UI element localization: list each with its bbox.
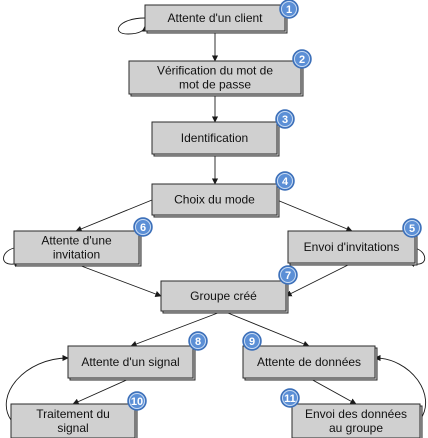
badge-circle (242, 331, 262, 351)
node-box (151, 183, 278, 216)
badge-number: 9 (249, 336, 255, 348)
edge-n5-to-n7 (285, 262, 353, 297)
node-label: Attente d'un signal (81, 355, 179, 369)
badge-number: 10 (131, 396, 143, 408)
node-label: Attente d'une (41, 234, 112, 248)
node-box (10, 403, 136, 438)
step-number-badge: 11 (280, 388, 300, 408)
node-label: Attente d'un client (167, 11, 263, 25)
state-node-n7: Groupe créé (160, 280, 289, 314)
state-node-n9: Attente de données (242, 345, 378, 381)
node-label: mot de passe (179, 78, 251, 92)
step-number-badge: 6 (133, 217, 153, 237)
edge-n7-to-n9 (222, 310, 310, 347)
badge-ring (135, 219, 151, 235)
badge-ring (282, 390, 298, 406)
node-box (13, 230, 140, 265)
node-label: Attente de données (257, 355, 361, 369)
badge-ring (277, 111, 293, 127)
node-box (67, 345, 194, 379)
badge-number: 4 (282, 176, 289, 188)
state-node-n5: Envoi d'invitations (287, 230, 418, 266)
badge-circle (292, 49, 312, 69)
node-label: au groupe (329, 421, 383, 435)
node-label: invitation (53, 248, 100, 262)
badge-circle (278, 265, 298, 285)
edge-n1-to-n1 (117, 17, 149, 35)
badge-circle (280, 388, 300, 408)
node-box (128, 60, 302, 95)
badge-ring (277, 173, 293, 189)
step-number-badge: 9 (242, 331, 262, 351)
step-number-badge: 8 (188, 331, 208, 351)
badge-number: 2 (299, 54, 305, 66)
node-box (242, 345, 376, 379)
badge-circle (275, 171, 295, 191)
node-box (291, 403, 421, 438)
badge-ring (294, 51, 310, 67)
badge-number: 1 (286, 4, 292, 16)
edge-n4-to-n6 (75, 199, 153, 232)
node-label: Envoi d'invitations (304, 240, 400, 254)
edge-n11-to-n9 (374, 354, 426, 421)
badge-circle (279, 0, 299, 19)
badge-ring (404, 220, 420, 236)
step-number-badge: 3 (275, 109, 295, 129)
step-number-badge: 1 (279, 0, 299, 19)
badge-ring (280, 267, 296, 283)
step-number-badge: 2 (292, 49, 312, 69)
node-label: Traitement du (36, 407, 110, 421)
node-box (160, 280, 287, 312)
node-label: signal (57, 421, 88, 435)
badge-ring (244, 333, 260, 349)
node-box (287, 230, 416, 264)
edge-n10-to-n8 (5, 354, 69, 421)
edge-n6-to-n7 (75, 263, 162, 297)
node-box (144, 4, 286, 32)
step-number-badge: 4 (275, 171, 295, 191)
badge-circle (188, 331, 208, 351)
badge-number: 8 (195, 336, 201, 348)
node-box (151, 121, 278, 155)
badge-circle (133, 217, 153, 237)
node-label: Groupe créé (190, 289, 257, 303)
step-number-badge: 5 (402, 218, 422, 238)
node-label: Vérification du mot de (157, 64, 273, 78)
badge-circle (275, 109, 295, 129)
edge-n8-to-n10 (72, 377, 132, 405)
state-node-n4: Choix du mode (151, 183, 280, 218)
step-number-badge: 7 (278, 265, 298, 285)
badge-circle (127, 391, 147, 411)
state-node-n3: Identification (151, 121, 280, 157)
badge-number: 3 (282, 114, 288, 126)
badge-number: 7 (285, 270, 291, 282)
edge-n4-to-n5 (276, 199, 353, 232)
badge-number: 5 (409, 223, 415, 235)
badge-ring (129, 393, 145, 409)
edge-n7-to-n8 (130, 310, 224, 347)
state-node-n1: Attente d'un client (144, 4, 288, 34)
badge-ring (190, 333, 206, 349)
badge-circle (402, 218, 422, 238)
step-number-badge: 10 (127, 391, 147, 411)
badge-number: 11 (284, 393, 296, 405)
node-label: Envoi des données (305, 407, 407, 421)
badge-ring (281, 1, 297, 17)
node-label: Identification (181, 131, 248, 145)
badge-number: 6 (140, 222, 146, 234)
node-label: Choix du mode (174, 193, 255, 207)
state-node-n8: Attente d'un signal (67, 345, 196, 381)
edge-n9-to-n11 (308, 377, 357, 405)
